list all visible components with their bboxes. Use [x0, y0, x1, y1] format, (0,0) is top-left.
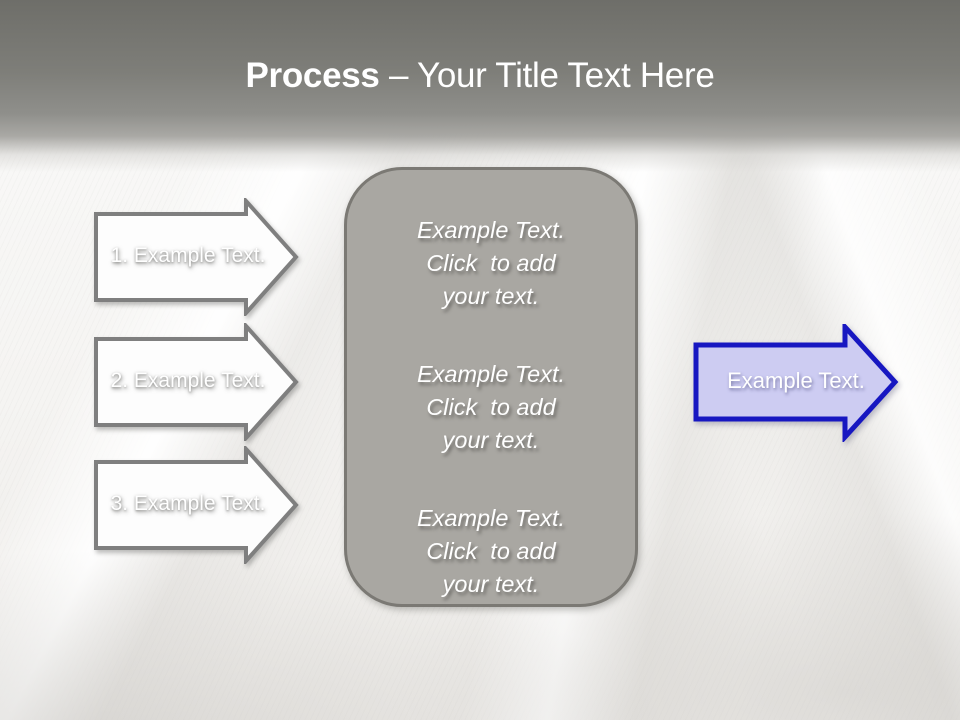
description-panel[interactable]: Example Text. Click to add your text. Ex…	[344, 167, 638, 607]
panel-text-block-2[interactable]: Example Text. Click to add your text.	[416, 361, 566, 453]
slide-title-rest: – Your Title Text Here	[389, 56, 715, 95]
right-arrow-icon	[94, 323, 299, 441]
right-arrow-shape	[94, 198, 299, 316]
right-arrow-icon	[693, 324, 899, 442]
right-arrow-icon	[94, 446, 299, 564]
right-arrow-shape	[94, 446, 299, 564]
slide-title-emphasis: Process	[245, 56, 380, 95]
panel-text-block-1[interactable]: Example Text. Click to add your text.	[416, 217, 566, 309]
title-banner	[0, 0, 960, 172]
slide-title[interactable]: Process – Your Title Text Here	[0, 56, 960, 96]
panel-text-block-3[interactable]: Example Text. Click to add your text.	[416, 505, 566, 597]
right-arrow-icon	[94, 198, 299, 316]
result-arrow[interactable]: Example Text.	[693, 324, 899, 442]
right-arrow-shape	[94, 323, 299, 441]
process-step-arrow-2[interactable]: 2. Example Text.	[93, 323, 299, 441]
right-arrow-shape	[693, 324, 899, 442]
process-step-arrow-3[interactable]: 3. Example Text.	[93, 446, 299, 564]
process-step-arrow-1[interactable]: 1. Example Text.	[93, 198, 299, 316]
